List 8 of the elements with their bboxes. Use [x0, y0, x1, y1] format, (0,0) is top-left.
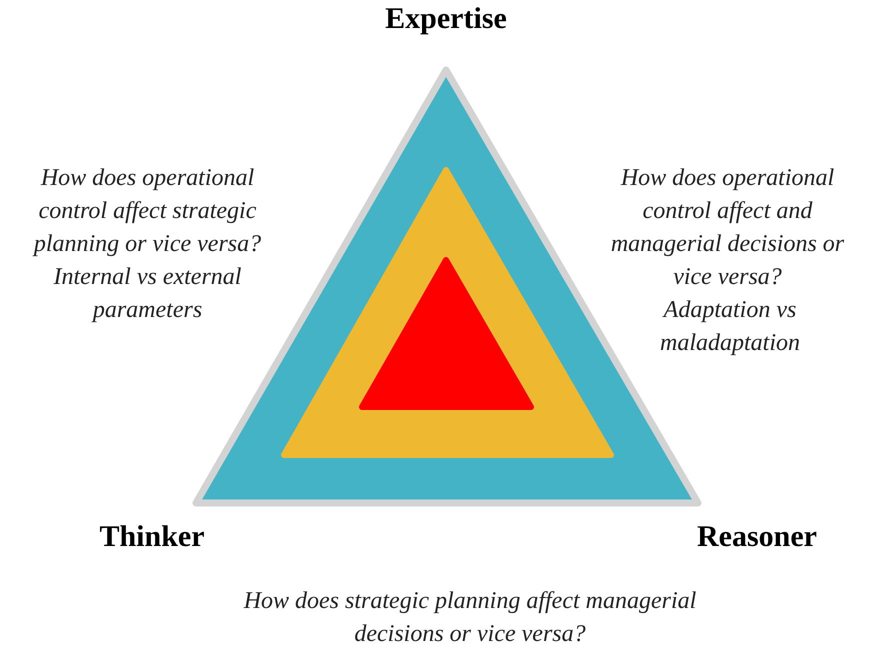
vertex-label: Reasoner: [696, 520, 818, 553]
question-text: Internal vs external parameters: [52, 263, 242, 325]
question-text: How does strategic planning affect managerial decisions or vice versa?: [242, 587, 698, 649]
vertex-label: Expertise: [384, 2, 508, 35]
question-text: How does operational control affect and managerial decisions or vice versa?: [610, 164, 846, 292]
vertex-label: Thinker: [98, 520, 206, 553]
question-text: How does operational control affect strategic planning or vice versa?: [32, 164, 262, 259]
question-text: Adaptation vs maladaptation: [658, 296, 801, 358]
